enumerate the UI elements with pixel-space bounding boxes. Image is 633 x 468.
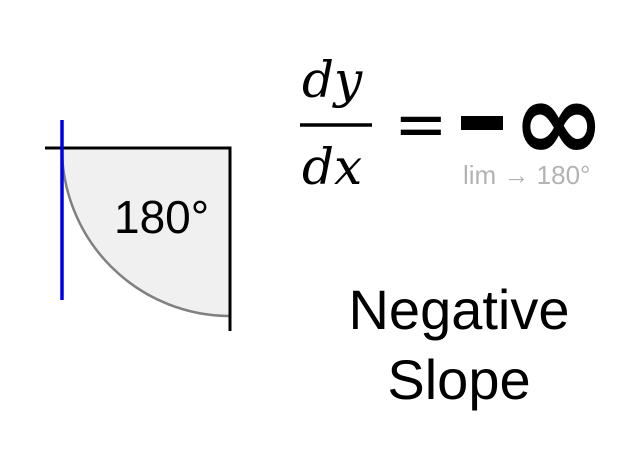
minus-sign xyxy=(461,116,503,130)
angle-label: 180° xyxy=(114,191,209,243)
quadrant-arc xyxy=(60,147,231,318)
limit-label: lim → 180° xyxy=(463,160,590,190)
quadrant-fill xyxy=(62,148,230,316)
infinity-symbol: ∞ xyxy=(512,57,605,187)
quadrant-figure: 180° xyxy=(45,120,232,331)
equals-sign: = xyxy=(394,88,448,162)
numerator-dy: dy xyxy=(302,51,363,109)
caption-line-1: Negative xyxy=(348,278,569,341)
derivative-equation: dy dx = ∞ lim → 180° xyxy=(300,51,605,196)
caption: Negative Slope xyxy=(348,278,569,411)
caption-line-2: Slope xyxy=(387,348,530,411)
denominator-dx: dx xyxy=(302,138,362,196)
